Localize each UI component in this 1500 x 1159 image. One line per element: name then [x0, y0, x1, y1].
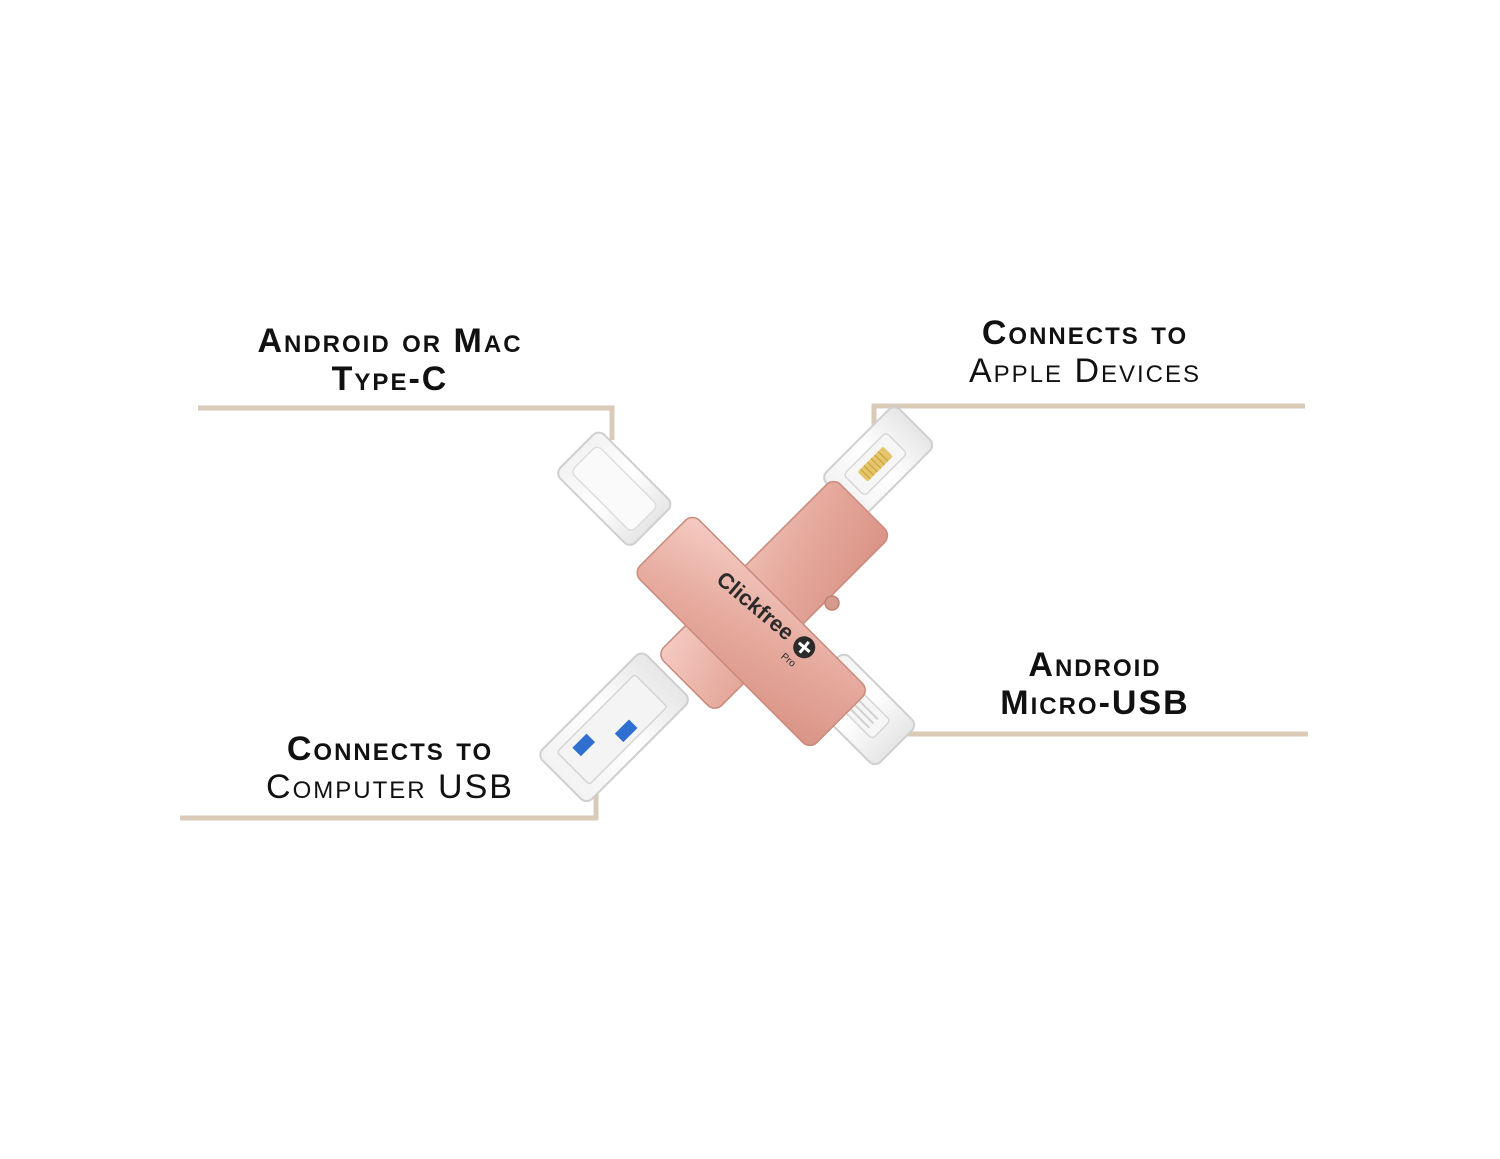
label-micro-usb-line1: Android	[1028, 646, 1162, 684]
label-apple-line1: Connects to	[981, 314, 1189, 352]
lightning-connector	[823, 406, 934, 517]
usb-a-connector	[539, 652, 689, 803]
label-micro-usb: Android Micro-USB	[960, 646, 1230, 722]
label-computer-usb-line2: Computer USB	[266, 768, 514, 806]
label-type-c-line2: Type-C	[331, 360, 449, 398]
label-type-c: Android or Mac Type-C	[230, 322, 550, 398]
label-computer-usb: Connects to Computer USB	[235, 730, 545, 806]
label-computer-usb-line1: Connects to	[286, 730, 494, 768]
type-c-connector	[557, 431, 672, 546]
label-apple-line2: Apple Devices	[968, 352, 1202, 390]
rose-gold-body	[636, 480, 889, 747]
label-apple-devices: Connects to Apple Devices	[930, 314, 1240, 390]
leader-line-computer-usb	[180, 790, 599, 821]
label-micro-usb-line2: Micro-USB	[1000, 684, 1190, 722]
label-type-c-line1: Android or Mac	[257, 322, 523, 360]
usb-drive-illustration: Clickfree Pro	[539, 406, 934, 803]
leader-line-apple	[871, 403, 1305, 438]
leader-line-type-c	[198, 405, 615, 440]
